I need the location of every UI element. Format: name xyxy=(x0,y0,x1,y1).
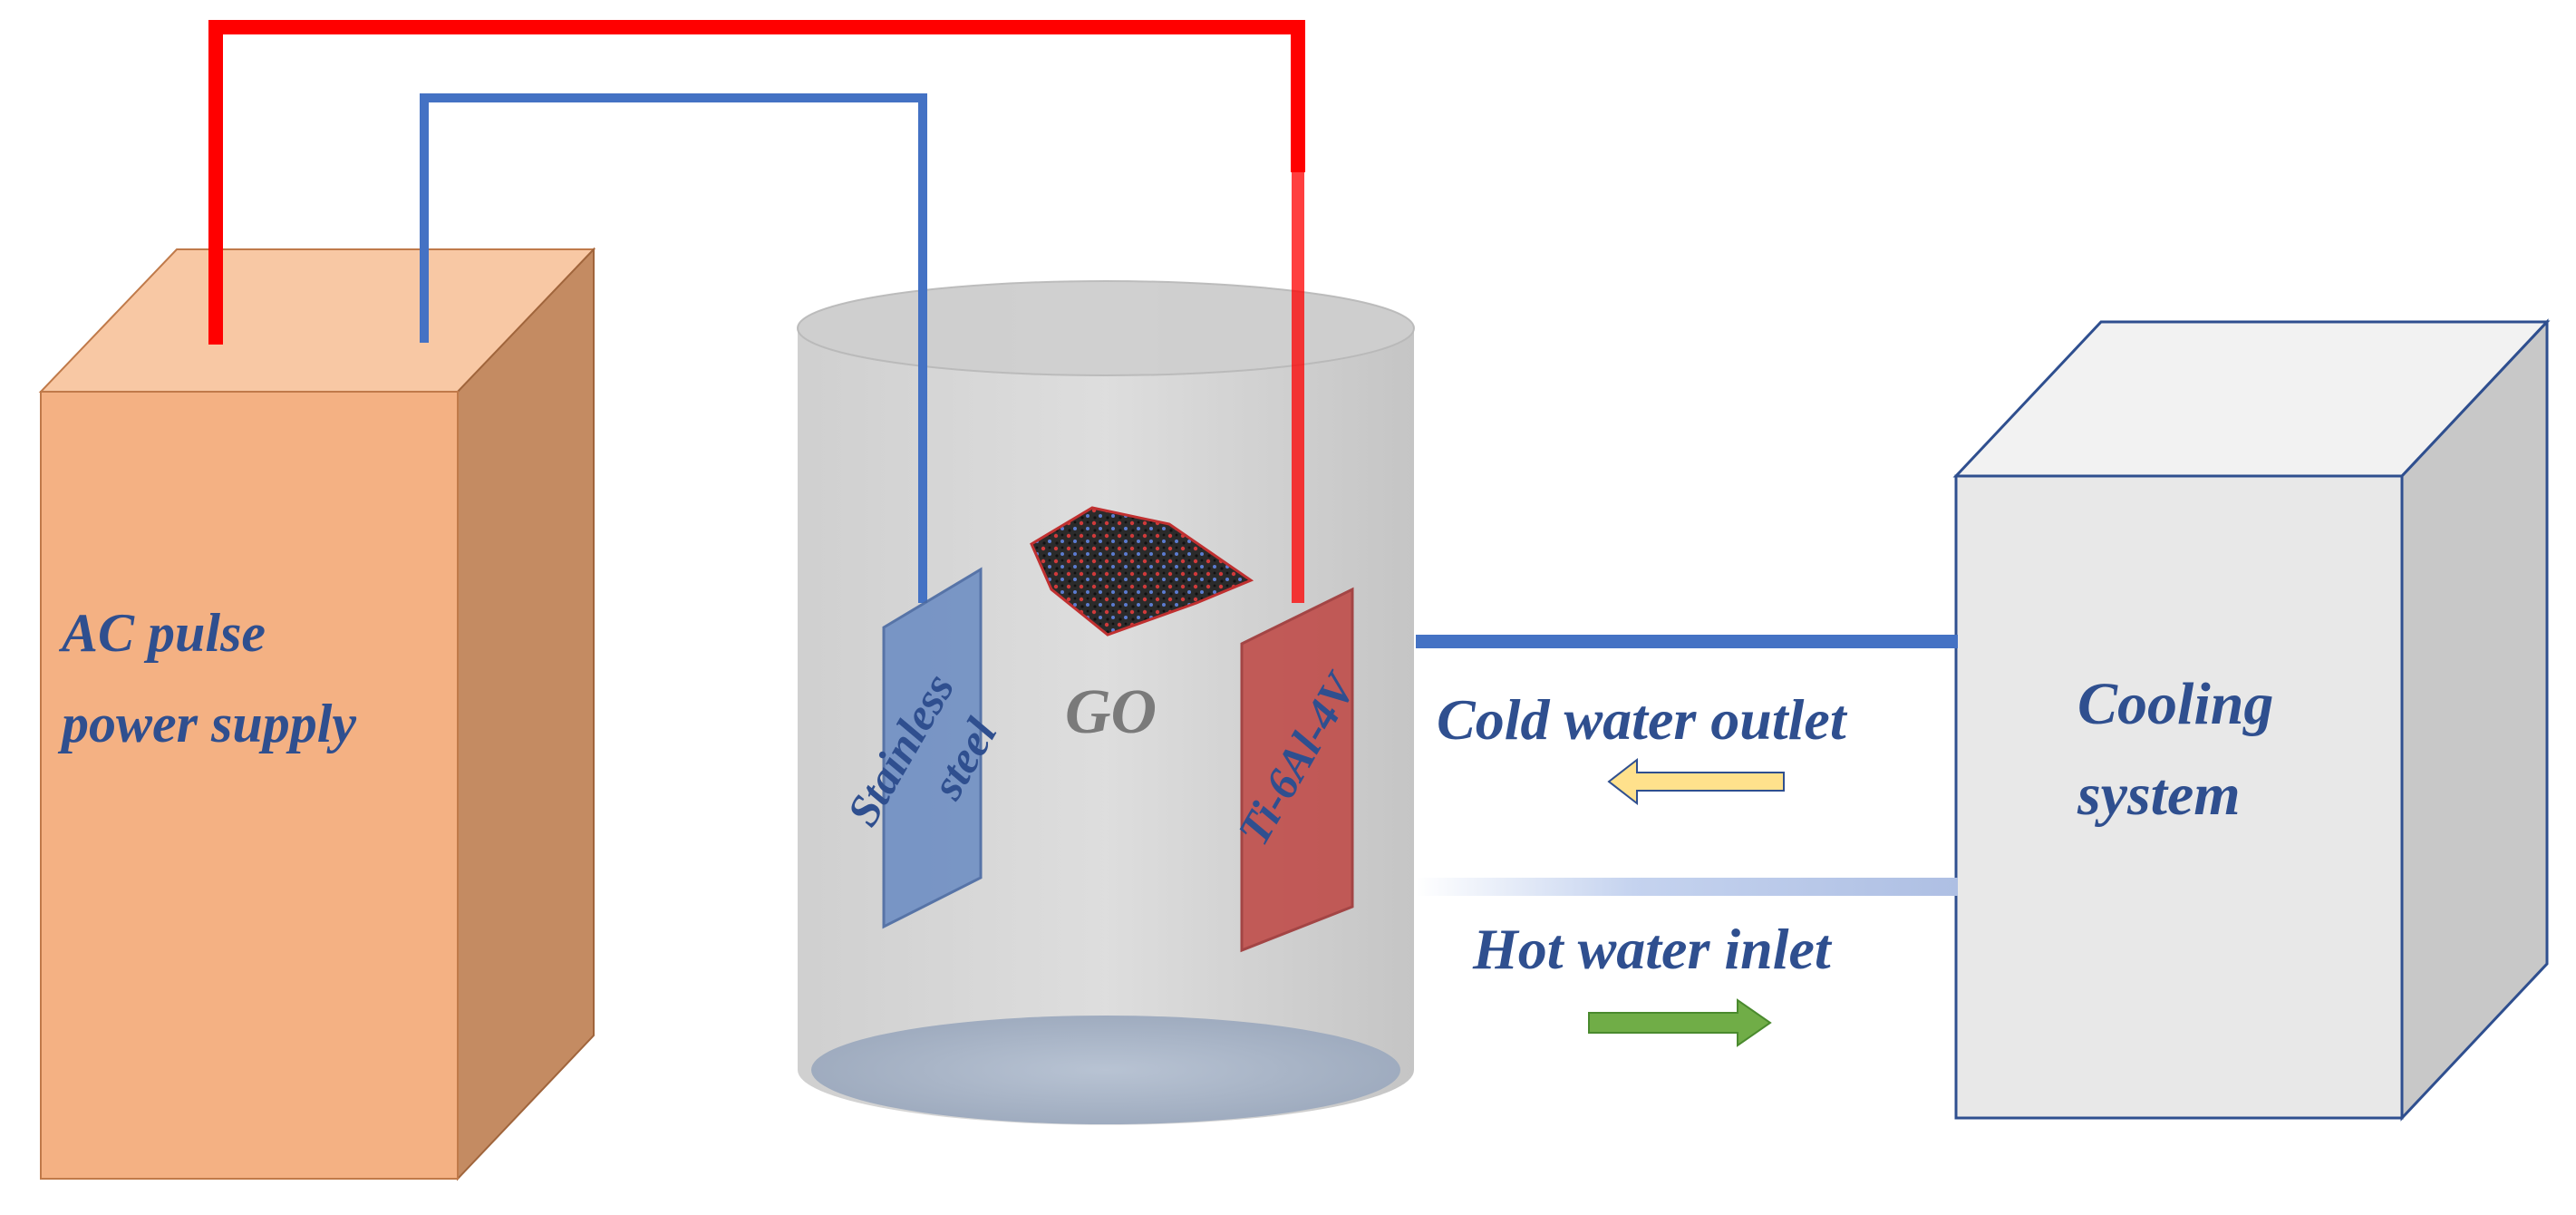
blue-wire xyxy=(420,93,927,343)
cooling-system-label-line2: system xyxy=(2077,762,2241,828)
red-wire xyxy=(208,20,1305,345)
beaker-bottom xyxy=(811,1016,1400,1124)
power-supply-label-line2: power supply xyxy=(57,694,356,753)
cooling-box-front xyxy=(1954,474,2404,1120)
power-supply-box xyxy=(38,247,596,1181)
hot-water-pipe xyxy=(1416,878,1958,896)
cold-water-pipe xyxy=(1416,635,1958,648)
cold-water-arrow-icon xyxy=(1607,757,1785,806)
graphene-oxide-flake xyxy=(1030,506,1254,637)
cold-water-label: Cold water outlet xyxy=(1437,687,1848,752)
ti-alloy-electrode xyxy=(1240,587,1354,953)
hot-water-label: Hot water inlet xyxy=(1472,917,1833,981)
power-supply-label-line1: AC pulse xyxy=(58,603,266,663)
power-supply-front xyxy=(40,391,459,1180)
cooling-system-label-line1: Cooling xyxy=(2077,671,2273,737)
beaker-rim xyxy=(797,280,1415,376)
stainless-steel-electrode xyxy=(882,567,983,929)
power-supply-side xyxy=(457,247,595,1181)
graphene-oxide-label: GO xyxy=(1065,677,1157,747)
hot-water-arrow-icon xyxy=(1588,998,1772,1047)
cooling-system-box xyxy=(1952,318,2551,1122)
